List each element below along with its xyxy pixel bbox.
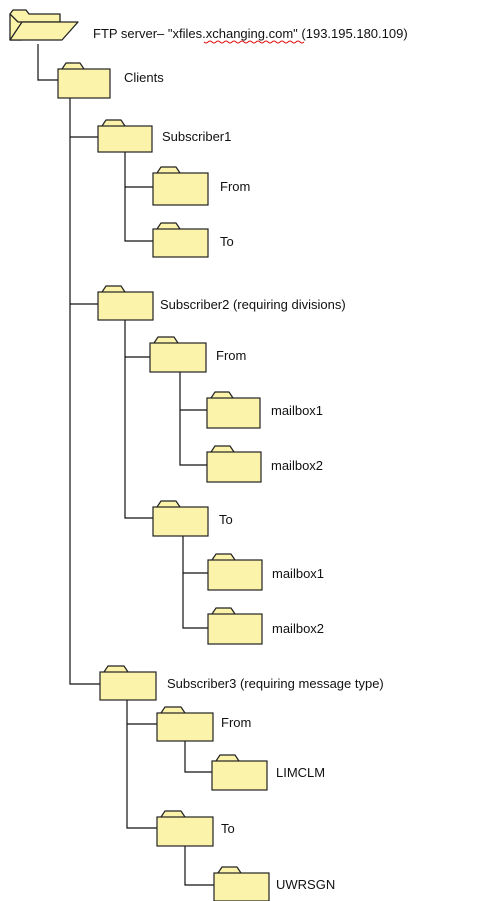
subscriber3-limclm-label: LIMCLM bbox=[276, 765, 325, 780]
subscriber3-label: Subscriber3 (requiring message type) bbox=[167, 676, 384, 691]
connector-subscriber3-children bbox=[126, 700, 157, 829]
connector-subscriber1-children bbox=[124, 152, 153, 242]
connector-s2-from-mailboxes bbox=[179, 372, 207, 466]
subscriber3-uwrsgn-label: UWRSGN bbox=[276, 877, 335, 892]
folder-icon-subscriber3-to bbox=[156, 810, 214, 847]
folder-icon-subscriber2-from-mailbox1 bbox=[206, 391, 261, 429]
root-label-suffix: .com" (193.195.180.109) bbox=[265, 26, 408, 41]
folder-icon-subscriber2-to-mailbox2 bbox=[207, 607, 263, 645]
connector-s2-to-mailboxes bbox=[182, 536, 208, 629]
connector-root-clients bbox=[37, 44, 58, 81]
subscriber3-to-label: To bbox=[221, 821, 235, 836]
folder-icon-subscriber2-from-mailbox2 bbox=[206, 445, 262, 483]
folder-icon-subscriber1-from bbox=[152, 166, 209, 206]
spellcheck-underline bbox=[203, 40, 305, 44]
folder-icon-subscriber2-to-mailbox1 bbox=[207, 553, 263, 591]
connector-clients-subscribers bbox=[69, 98, 100, 685]
folder-icon-subscriber1 bbox=[97, 119, 153, 153]
root-label-prefix: FTP server– " bbox=[93, 26, 173, 41]
subscriber2-to-mailbox1-label: mailbox1 bbox=[272, 566, 324, 581]
folder-icon-subscriber3-from bbox=[156, 706, 214, 742]
subscriber1-to-label: To bbox=[220, 234, 234, 249]
subscriber2-to-mailbox2-label: mailbox2 bbox=[272, 621, 324, 636]
subscriber1-label: Subscriber1 bbox=[162, 129, 231, 144]
subscriber2-to-label: To bbox=[219, 512, 233, 527]
folder-icon-subscriber3 bbox=[99, 665, 157, 701]
root-label-host: xfiles.xchanging bbox=[173, 26, 266, 41]
open-folder-icon bbox=[9, 9, 79, 41]
folder-icon-subscriber2 bbox=[97, 285, 154, 321]
subscriber2-from-mailbox1-label: mailbox1 bbox=[271, 403, 323, 418]
clients-label: Clients bbox=[124, 70, 164, 85]
folder-icon-subscriber2-from bbox=[149, 336, 207, 373]
root-label: FTP server– "xfiles.xchanging.com" (193.… bbox=[93, 26, 408, 41]
connector-subscriber2-children bbox=[124, 320, 153, 519]
folder-icon-subscriber3-uwrsgn bbox=[213, 866, 270, 901]
subscriber2-from-label: From bbox=[216, 348, 246, 363]
folder-icon-clients bbox=[57, 62, 111, 99]
folder-icon-subscriber1-to bbox=[152, 222, 209, 258]
subscriber2-from-mailbox2-label: mailbox2 bbox=[271, 458, 323, 473]
folder-icon-subscriber2-to bbox=[152, 500, 209, 537]
connector-s3-from-limclm bbox=[184, 741, 212, 773]
folder-icon-subscriber3-limclm bbox=[211, 754, 268, 791]
connector-s3-to-uwrsgn bbox=[184, 846, 214, 886]
tree-connectors bbox=[37, 44, 214, 886]
subscriber2-label: Subscriber2 (requiring divisions) bbox=[160, 297, 346, 312]
subscriber1-from-label: From bbox=[220, 179, 250, 194]
subscriber3-from-label: From bbox=[221, 715, 251, 730]
